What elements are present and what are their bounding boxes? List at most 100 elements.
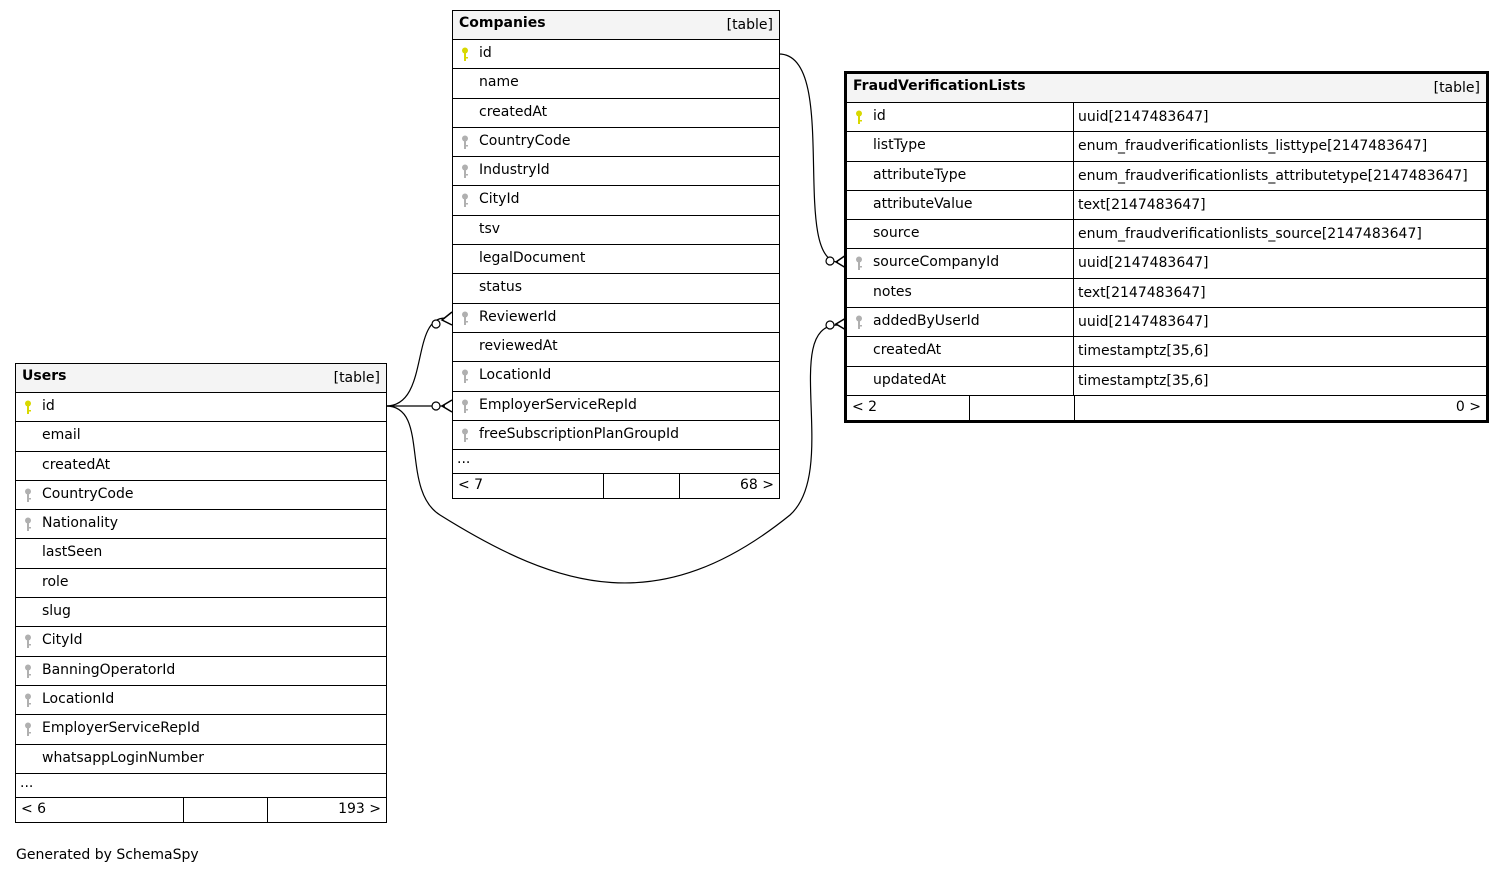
table-name: Companies — [459, 15, 546, 31]
column-name-cell: freeSubscriptionPlanGroupId — [453, 421, 779, 449]
column-row[interactable]: CityId — [453, 186, 779, 216]
column-row[interactable]: CountryCode — [16, 481, 386, 511]
column-row[interactable]: role — [16, 569, 386, 599]
column-name: LocationId — [479, 367, 552, 384]
edge-users-companies-reviewer — [385, 317, 446, 407]
column-name-cell: notes — [847, 279, 1073, 307]
column-name: tsv — [479, 220, 501, 237]
column-type: enum_fraudverificationlists_listtype[214… — [1073, 132, 1486, 161]
column-name-cell: slug — [16, 598, 386, 626]
edge-end-marker — [825, 256, 835, 266]
column-row[interactable]: whatsappLoginNumber — [16, 745, 386, 774]
column-row[interactable]: BanningOperatorId — [16, 657, 386, 686]
column-name: slug — [42, 603, 71, 620]
column-row[interactable]: IndustryId — [453, 157, 779, 187]
column-row[interactable]: name — [453, 69, 779, 99]
column-row[interactable]: id — [16, 393, 386, 423]
column-row[interactable]: reviewedAt — [453, 333, 779, 363]
column-name: IndustryId — [479, 162, 550, 179]
table-type: [table] — [1433, 80, 1480, 96]
column-name-cell: status — [453, 274, 779, 302]
table-name: FraudVerificationLists — [853, 78, 1026, 94]
foreign-key-icon — [25, 488, 31, 502]
column-name: CityId — [42, 632, 83, 649]
primary-key-icon — [462, 47, 468, 61]
foreign-key-icon — [856, 256, 862, 271]
column-name-cell: id — [453, 40, 779, 68]
column-name-cell: lastSeen — [16, 539, 386, 567]
more-columns: ... — [16, 774, 386, 798]
column-name: updatedAt — [873, 371, 947, 388]
column-name: id — [873, 108, 886, 124]
foreign-key-icon — [462, 428, 468, 442]
column-name: email — [42, 427, 81, 444]
column-row[interactable]: createdAt — [453, 99, 779, 128]
column-name-cell: CountryCode — [453, 128, 779, 156]
column-name: CountryCode — [42, 485, 134, 502]
column-name: CityId — [479, 191, 520, 208]
column-name-cell: ReviewerId — [453, 304, 779, 332]
column-row[interactable]: LocationId — [16, 686, 386, 716]
foreign-key-icon — [25, 693, 31, 707]
column-name-cell: createdAt — [847, 337, 1073, 365]
column-name: reviewedAt — [479, 337, 558, 354]
foreign-key-icon — [462, 311, 468, 325]
column-row[interactable]: status — [453, 274, 779, 304]
column-row[interactable]: id — [453, 40, 779, 70]
primary-key-icon — [25, 400, 31, 414]
column-row[interactable]: lastSeen — [16, 539, 386, 569]
column-row[interactable]: LocationId — [453, 362, 779, 392]
column-row[interactable]: tsv — [453, 216, 779, 246]
column-row[interactable]: updatedAt timestamptz[35,6] — [847, 366, 1486, 396]
footer-cell-columns — [603, 474, 679, 499]
column-type: text[2147483647] — [1073, 278, 1486, 308]
column-name-cell: CityId — [16, 627, 386, 655]
column-name-cell: name — [453, 69, 779, 97]
column-row[interactable]: CityId — [16, 627, 386, 657]
column-row[interactable]: createdAt — [16, 452, 386, 481]
column-name: id — [479, 45, 492, 61]
footer-cell-columns — [969, 395, 1074, 420]
column-type: timestamptz[35,6] — [1073, 337, 1486, 366]
column-row[interactable]: email — [16, 422, 386, 452]
column-row[interactable]: CountryCode — [453, 128, 779, 158]
column-name-cell: reviewedAt — [453, 333, 779, 361]
table-header: Companies[table] — [453, 11, 779, 40]
crowfoot-marker — [834, 317, 847, 331]
column-type: enum_fraudverificationlists_source[21474… — [1073, 220, 1486, 249]
column-name-cell: id — [16, 393, 386, 421]
column-row[interactable]: notes text[2147483647] — [847, 278, 1486, 309]
column-name-cell: updatedAt — [847, 367, 1073, 395]
column-row[interactable]: ReviewerId — [453, 304, 779, 333]
column-name-cell: sourceCompanyId — [847, 249, 1073, 277]
column-type: timestamptz[35,6] — [1073, 366, 1486, 395]
column-row[interactable]: EmployerServiceRepId — [453, 392, 779, 421]
column-name: legalDocument — [479, 250, 586, 267]
column-name: notes — [873, 283, 912, 300]
column-row[interactable]: EmployerServiceRepId — [16, 715, 386, 745]
column-row[interactable]: slug — [16, 598, 386, 628]
column-row[interactable]: legalDocument — [453, 245, 779, 275]
column-row[interactable]: freeSubscriptionPlanGroupId — [453, 421, 779, 451]
foreign-key-icon — [462, 399, 468, 413]
column-name: CountryCode — [479, 132, 571, 149]
foreign-key-icon — [462, 193, 468, 208]
column-name-cell: createdAt — [453, 99, 779, 127]
column-row[interactable]: Nationality — [16, 510, 386, 540]
crowfoot-marker — [834, 254, 847, 269]
column-name-cell: addedByUserId — [847, 308, 1073, 336]
column-name: id — [42, 398, 55, 414]
